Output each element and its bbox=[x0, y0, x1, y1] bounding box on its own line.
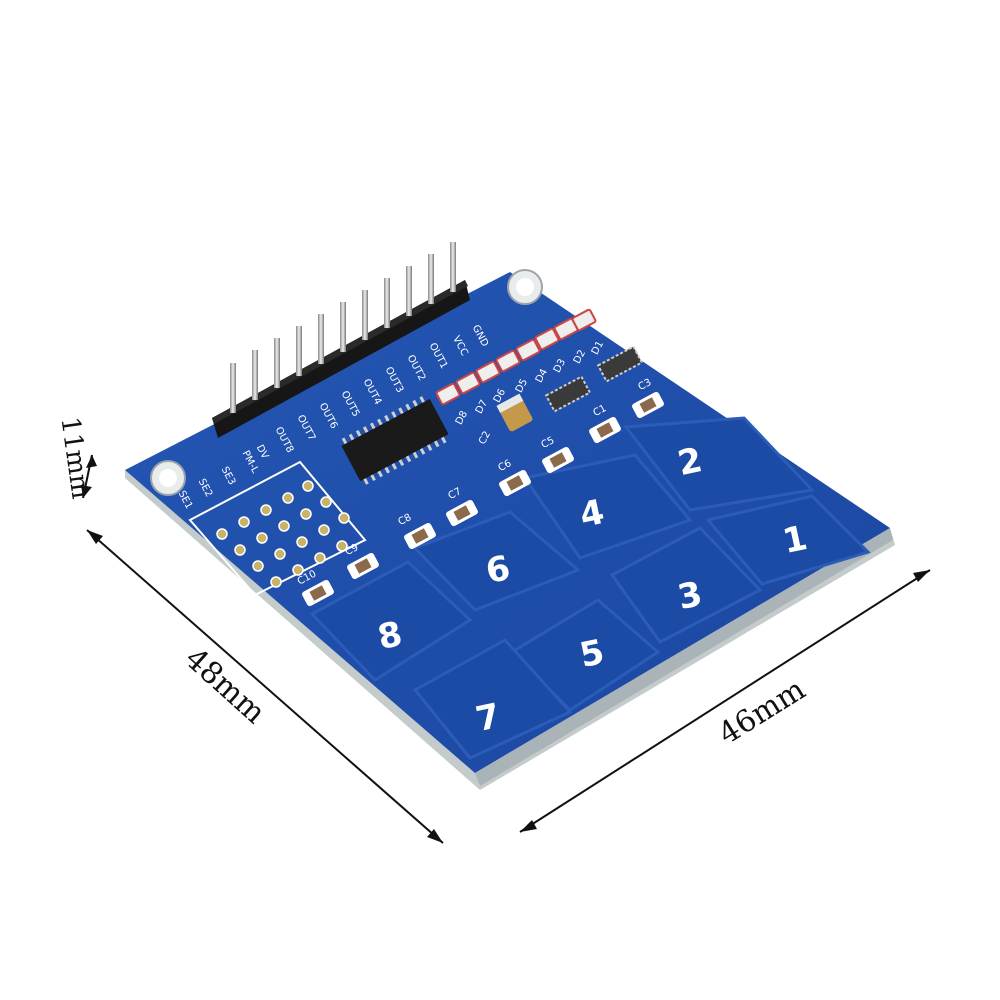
dimension-label-left: 48mm bbox=[178, 641, 272, 731]
mounting-holes bbox=[150, 269, 543, 496]
resistor-array-1 bbox=[544, 375, 592, 413]
touch-pad-3 bbox=[609, 526, 763, 644]
dimension-height bbox=[81, 454, 97, 499]
header-pin bbox=[384, 278, 390, 328]
header-pin bbox=[450, 242, 456, 292]
touch-pad-4 bbox=[522, 453, 693, 560]
header-pin bbox=[362, 290, 368, 340]
header-pin bbox=[274, 338, 280, 388]
capacitor-c1: C1 bbox=[589, 403, 621, 444]
jumper-outline bbox=[188, 460, 367, 597]
header-pin bbox=[318, 314, 324, 364]
header-pin bbox=[428, 254, 434, 304]
led-d8: D8 bbox=[435, 382, 470, 427]
touch-pad-8 bbox=[309, 560, 473, 682]
header-pins bbox=[230, 242, 456, 413]
touch-controller-ic bbox=[341, 396, 449, 485]
touch-pad-6 bbox=[412, 510, 581, 612]
header-pin bbox=[252, 350, 258, 400]
header-pin bbox=[406, 266, 412, 316]
dimension-right bbox=[519, 569, 931, 833]
capacitor-c5: C5 bbox=[540, 435, 574, 474]
dimension-label-height: 11mm bbox=[54, 415, 95, 501]
touch-pads bbox=[309, 416, 871, 760]
led-d7: D7 bbox=[455, 371, 490, 416]
header-pin bbox=[230, 363, 236, 413]
header-pin bbox=[296, 326, 302, 376]
touch-pad-1 bbox=[705, 494, 871, 586]
touch-pad-2 bbox=[623, 416, 816, 512]
dimension-left bbox=[86, 529, 444, 844]
resistor-array-2 bbox=[596, 345, 644, 383]
jumper-holes bbox=[216, 480, 350, 588]
header-pin bbox=[340, 302, 346, 352]
board-edge-strip bbox=[475, 528, 893, 786]
dimension-annotations bbox=[81, 454, 931, 844]
dimension-label-right: 46mm bbox=[712, 672, 811, 752]
touch-pad-7 bbox=[412, 638, 573, 760]
capacitor-c2: C2 bbox=[477, 393, 533, 446]
resistor-arrays bbox=[544, 345, 644, 413]
